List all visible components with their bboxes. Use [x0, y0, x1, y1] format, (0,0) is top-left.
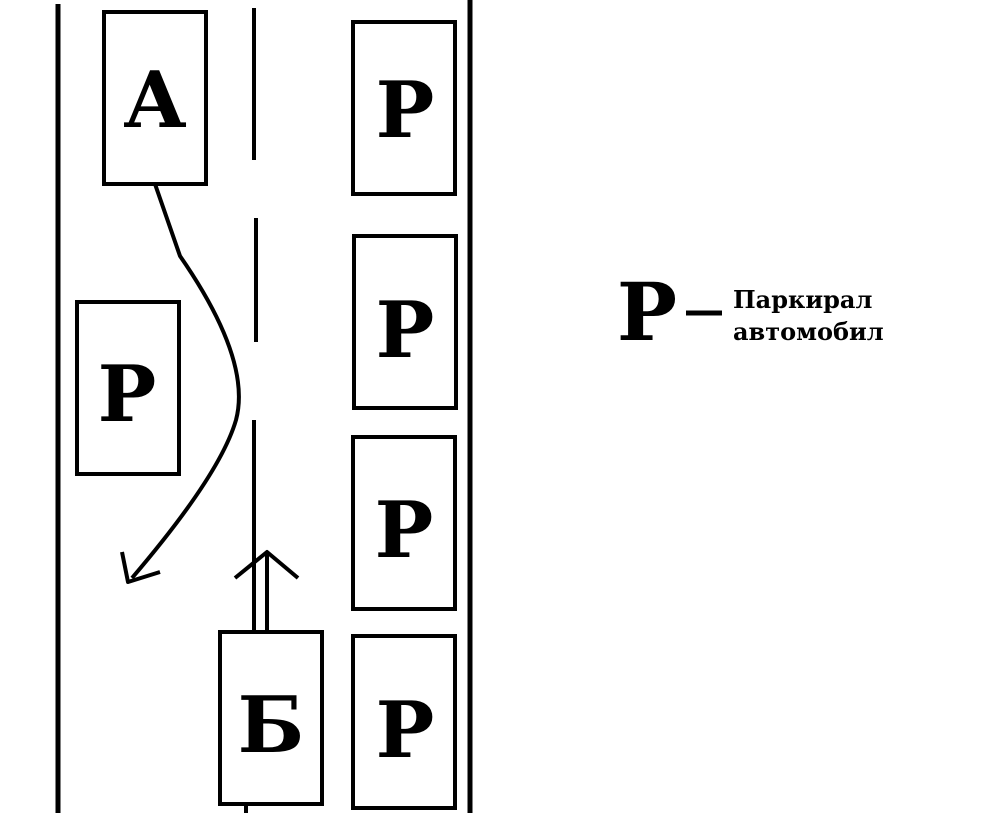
- legend: P Паркирал автомобил: [617, 265, 884, 359]
- car-b-label: Б: [238, 680, 305, 771]
- car-b: Б: [218, 630, 324, 806]
- parked-car-label: P: [376, 65, 435, 156]
- parked-car-label: P: [376, 285, 435, 376]
- car-a-path-arrow: [130, 183, 241, 580]
- legend-line1: Паркирал: [733, 285, 872, 314]
- parked-car-label: P: [376, 685, 435, 776]
- legend-symbol: P: [617, 265, 677, 359]
- car-a: А: [102, 10, 208, 186]
- car-a-label: А: [123, 55, 187, 146]
- parked-car: P: [75, 300, 181, 476]
- parked-car-label: P: [375, 485, 434, 576]
- parked-car: P: [351, 634, 457, 810]
- car-b-arrowhead: [233, 550, 300, 580]
- parked-car: P: [351, 20, 457, 196]
- legend-line2: автомобил: [733, 317, 884, 346]
- parked-car: P: [352, 234, 458, 410]
- parked-car: P: [351, 435, 457, 611]
- car-a-arrowhead: [120, 551, 161, 584]
- parked-car-label: P: [98, 349, 157, 440]
